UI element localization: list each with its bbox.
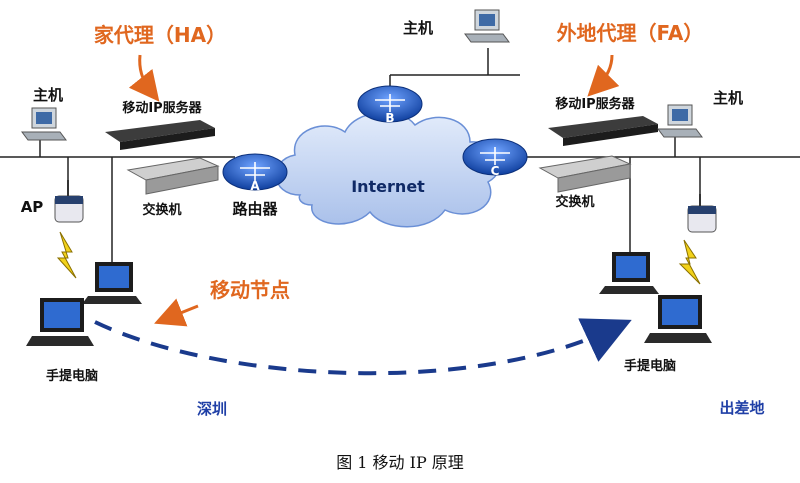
router-icon (480, 147, 510, 165)
host-left-label: 主机 (33, 86, 63, 104)
movement-path (94, 318, 632, 376)
foreign-agent-arrow (587, 54, 620, 97)
laptop-right-label: 手提电脑 (624, 358, 676, 374)
home-agent-label: 家代理（HA） (94, 23, 226, 47)
switch-right (538, 155, 632, 193)
laptop-left-1 (82, 262, 142, 304)
router-a-label: A (250, 179, 260, 193)
mip-server-right-label: 移动IP服务器 (555, 96, 635, 112)
laptop-left-label: 手提电脑 (46, 368, 98, 384)
switch-right-label: 交换机 (555, 194, 594, 210)
foreign-agent-label: 外地代理（FA） (557, 21, 704, 45)
wireless-bolt-right (678, 239, 701, 285)
router-label: 路由器 (232, 200, 278, 218)
place-left-label: 深圳 (197, 400, 227, 418)
laptop-right-2 (644, 295, 712, 343)
router-b-label: B (385, 111, 394, 125)
home-agent-arrow (128, 54, 160, 102)
switch-left (126, 157, 220, 195)
mobile-node-label: 移动节点 (210, 278, 290, 302)
mip-server-left (105, 120, 215, 150)
router-c: C (462, 138, 528, 178)
host-right-label: 主机 (713, 89, 743, 107)
host-left-computer (21, 107, 67, 141)
router-a: A (222, 153, 288, 193)
mobile-node-arrow (154, 298, 199, 327)
switch-left-label: 交换机 (142, 202, 181, 218)
host-top-label: 主机 (403, 19, 433, 37)
ap-right (687, 194, 717, 233)
mip-server-right (548, 116, 658, 146)
internet-cloud: Internet (275, 111, 501, 228)
router-icon (375, 94, 405, 112)
laptop-right-1 (599, 252, 659, 294)
figure-caption: 图 1 移动 IP 原理 (336, 453, 464, 472)
mip-server-left-label: 移动IP服务器 (122, 100, 202, 116)
router-icon (240, 162, 270, 182)
router-b: B (357, 85, 423, 125)
router-c-label: C (491, 164, 500, 178)
wireless-bolt-left (56, 231, 77, 279)
place-right-label: 出差地 (719, 399, 764, 417)
ap-left (54, 180, 84, 223)
host-top-computer (464, 9, 510, 43)
laptop-left-2 (26, 298, 94, 346)
internet-label: Internet (351, 177, 425, 196)
ap-label: AP (21, 198, 44, 216)
host-right-computer (657, 104, 703, 138)
